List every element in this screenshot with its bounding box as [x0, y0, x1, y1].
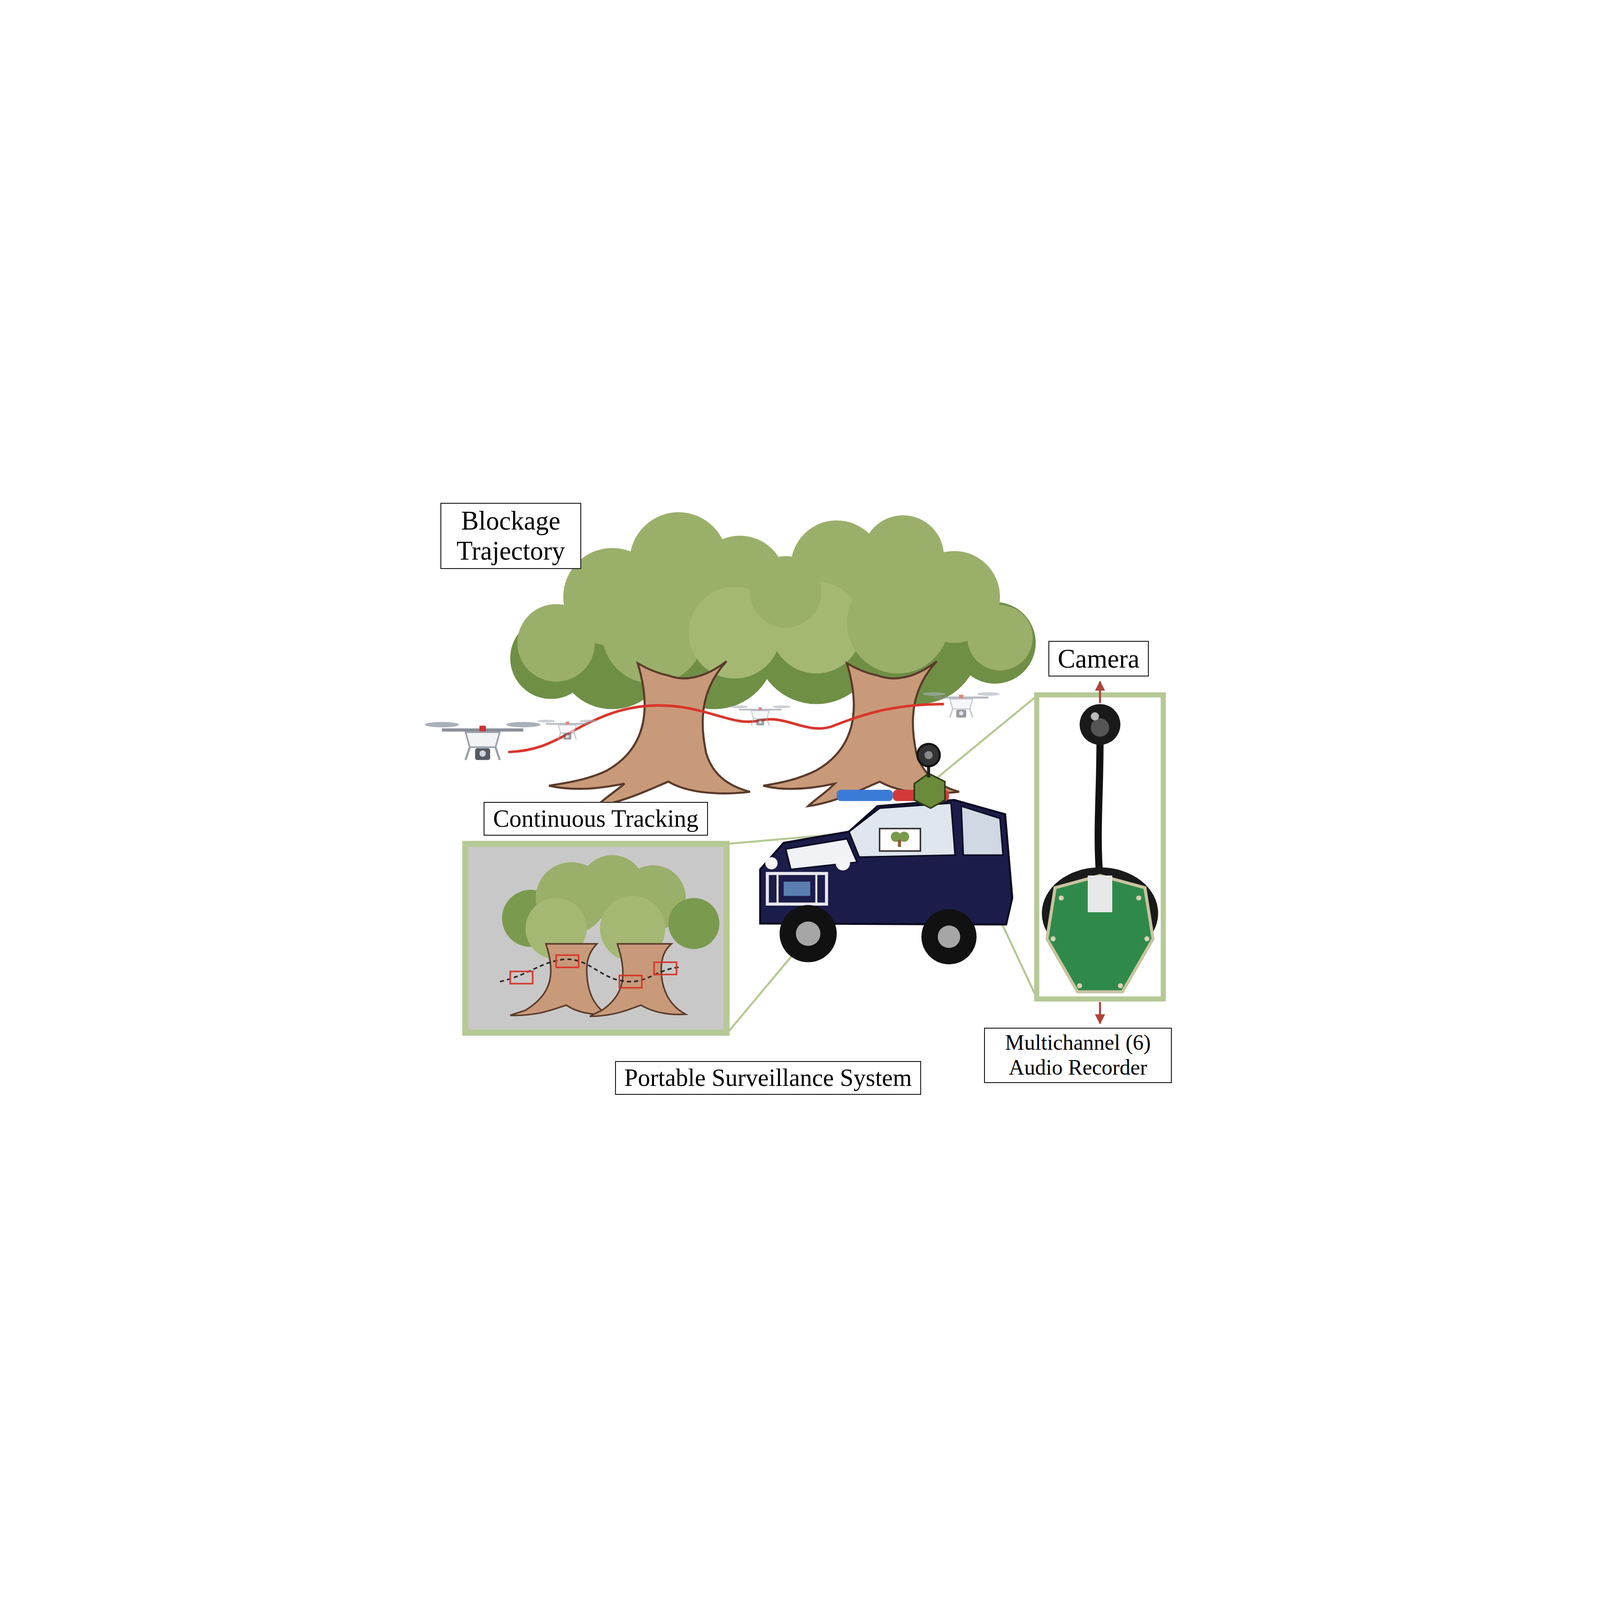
drone	[730, 705, 791, 725]
wheel-hub	[795, 921, 821, 947]
ribbon-cable	[1087, 875, 1113, 913]
roof-sensor	[914, 773, 945, 808]
car-body	[760, 800, 1013, 925]
camera-sphere	[1079, 704, 1121, 746]
mic	[1136, 895, 1142, 901]
car-windshield	[848, 803, 955, 858]
label-text: Multichannel (6) Audio Recorder	[993, 1030, 1163, 1081]
mic-array-board	[1046, 875, 1154, 993]
mic	[1050, 936, 1056, 942]
label-text: Camera	[1057, 643, 1140, 674]
drone	[537, 719, 598, 740]
camera-lens	[924, 751, 933, 760]
leader-arrow	[1099, 1001, 1101, 1024]
camera-stem	[1098, 742, 1100, 880]
wheel	[921, 909, 977, 965]
tree-trunks	[548, 661, 960, 807]
device-inset	[1036, 681, 1164, 1024]
trajectory-line	[507, 704, 944, 753]
tree-trunk	[589, 943, 686, 1016]
tree-trunk	[548, 661, 750, 807]
mic	[1144, 936, 1150, 942]
inset-frame	[465, 843, 727, 1033]
leader-arrow	[1099, 681, 1101, 704]
wheel	[779, 905, 838, 963]
screen	[879, 828, 921, 852]
label-box: Multichannel (6) Audio Recorder	[984, 1027, 1172, 1084]
car-window	[961, 806, 1003, 855]
leader-line	[933, 695, 1038, 781]
canopy-shade	[668, 898, 720, 950]
label-box: Portable Surveillance System	[615, 1061, 922, 1095]
wheel-hub	[937, 925, 961, 948]
canopy-puff	[967, 605, 1033, 671]
tree-trunk	[510, 943, 608, 1016]
drone	[922, 692, 1000, 718]
track-box	[619, 975, 642, 988]
label-box: Blockage Trajectory	[440, 502, 582, 570]
headlight	[765, 857, 778, 870]
label-box: Camera	[1048, 640, 1149, 677]
label-box: Continuous Tracking	[483, 801, 708, 836]
track-box	[556, 954, 579, 968]
drone	[424, 722, 541, 761]
mic	[1076, 983, 1083, 989]
tracking-inset	[465, 843, 727, 1033]
camera-glare	[1090, 712, 1099, 721]
police-car	[760, 743, 1013, 964]
car-grille	[783, 881, 811, 896]
canopy-puff	[750, 556, 822, 628]
bumper-guard	[815, 873, 818, 904]
screen-trunk	[898, 839, 902, 847]
track-line	[500, 959, 679, 982]
mic	[1058, 895, 1064, 901]
label-text: Continuous Tracking	[492, 804, 699, 833]
headlight	[835, 856, 850, 871]
track-box	[510, 971, 533, 984]
mic	[1117, 983, 1124, 989]
light-bar-blue	[836, 789, 893, 801]
bumper-guard	[776, 873, 779, 904]
camera-lens	[1090, 718, 1109, 737]
tree-canopy	[510, 512, 1036, 709]
label-text: Blockage Trajectory	[449, 505, 572, 567]
track-box	[653, 962, 677, 975]
inset-frame	[1036, 694, 1164, 1000]
bumper-guard	[767, 873, 827, 904]
label-text: Portable Surveillance System	[624, 1063, 912, 1093]
roof-camera	[917, 743, 940, 767]
canopy-puff	[846, 571, 949, 674]
